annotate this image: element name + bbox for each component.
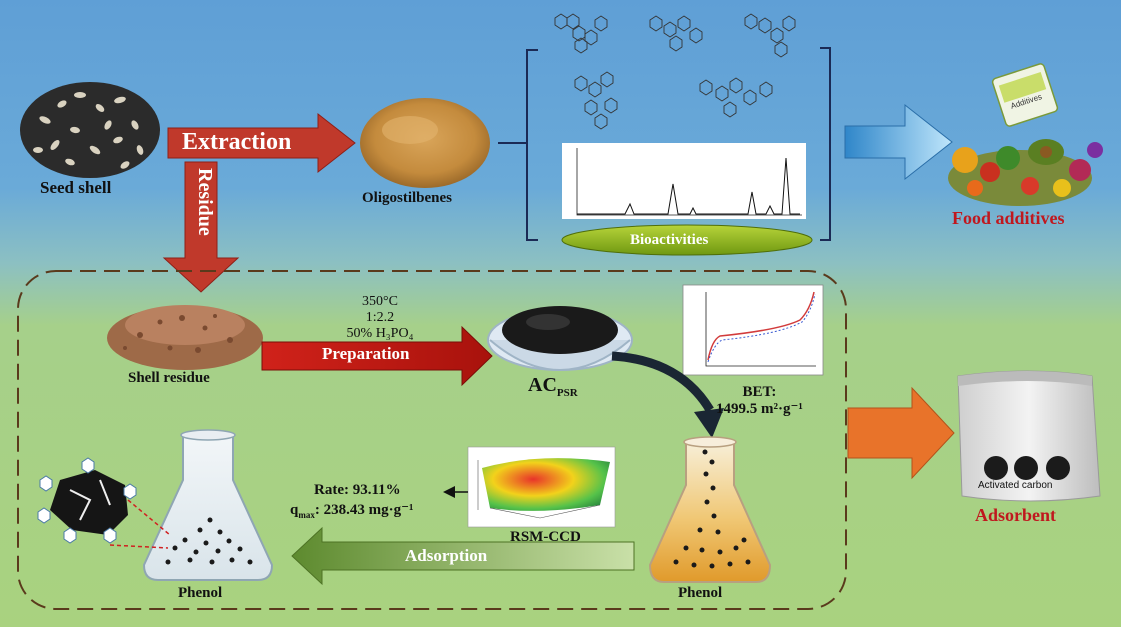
- seed-shell-label: Seed shell: [40, 178, 112, 197]
- extraction-label: Extraction: [182, 129, 292, 155]
- bet-label: BET: 1499.5 m²·g⁻¹: [716, 384, 803, 418]
- process-dashed-box: [17, 270, 847, 610]
- transfer-arrow: [611, 351, 724, 438]
- phenol-left-label: Phenol: [178, 585, 223, 601]
- bag-label: Activated carbon: [978, 480, 1053, 491]
- seed-shell-image: [20, 82, 160, 178]
- adsorption-arrow: [291, 526, 635, 586]
- shell-residue-image: [107, 305, 263, 370]
- rsm-ccd-label: RSM-CCD: [510, 529, 581, 545]
- ac-psr-main: AC: [528, 374, 557, 396]
- adsorption-label: Adsorption: [405, 546, 488, 565]
- preparation-label: Preparation: [322, 344, 410, 363]
- food-additives-image: Additives: [948, 63, 1103, 206]
- oligostilbenes-label: Oligostilbenes: [362, 190, 453, 206]
- adsorption-results: Rate: 93.11% qmax: 238.43 mg·g⁻¹: [290, 480, 414, 525]
- ac-psr-dish-image: [487, 306, 633, 371]
- qmax-value: qmax: 238.43 mg·g⁻¹: [290, 502, 414, 520]
- bet-title: BET:: [742, 384, 777, 400]
- carbon-particle-image: [37, 457, 137, 544]
- hplc-chromatogram: [562, 143, 806, 219]
- extraction-arrow: [167, 112, 356, 174]
- condition-temperature: 350°C: [362, 294, 398, 309]
- zoom-callout-lines: [109, 499, 171, 549]
- food-additives-label: Food additives: [952, 208, 1065, 228]
- adsorbent-arrow: [847, 386, 955, 480]
- rate-value: Rate: 93.11%: [314, 482, 401, 498]
- shell-residue-label: Shell residue: [128, 370, 210, 386]
- residue-label: Residue: [194, 168, 216, 236]
- oligostilbenes-powder-image: [360, 98, 490, 188]
- ac-psr-label: ACPSR: [528, 374, 578, 399]
- flask-left-image: [142, 429, 274, 581]
- preparation-conditions: 350°C 1:2.2 50% H₃PO₄: [320, 294, 440, 342]
- ac-psr-subscript: PSR: [556, 387, 578, 399]
- bioactivities-pill: [561, 224, 813, 256]
- activated-carbon-bag-image: [957, 370, 1101, 502]
- preparation-arrow: [261, 325, 493, 387]
- chemical-structures: [554, 13, 796, 130]
- food-additives-arrow: [844, 103, 953, 181]
- bioactivities-label: Bioactivities: [630, 232, 709, 248]
- condition-ratio: 1:2.2: [365, 310, 395, 325]
- residue-arrow: [162, 161, 240, 293]
- compounds-bracket: [498, 47, 831, 241]
- bet-value: 1499.5 m²·g⁻¹: [716, 401, 803, 417]
- adsorbent-label: Adsorbent: [975, 505, 1057, 525]
- condition-acid: 50% H₃PO₄: [346, 326, 414, 341]
- rsm-ccd-surface-plot: [467, 446, 616, 528]
- bet-isotherm-plot: [682, 284, 824, 376]
- phenol-right-label: Phenol: [678, 585, 723, 601]
- flask-right-image: [648, 436, 772, 583]
